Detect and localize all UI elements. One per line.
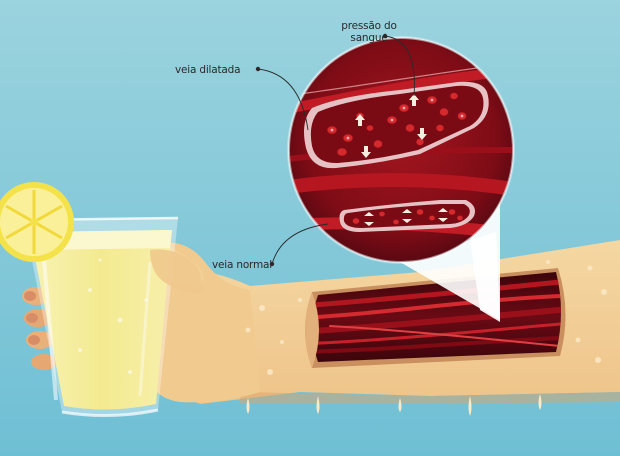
hand-grip	[150, 249, 204, 293]
label-dilated-vein: veia dilatada	[175, 64, 241, 76]
magnified-view	[287, 36, 515, 264]
label-blood-pressure: pressão do sangue	[337, 20, 401, 44]
dilated-vein	[304, 81, 489, 169]
arrow-up-down-icon	[355, 94, 427, 158]
normal-vein	[339, 200, 475, 232]
fingers	[22, 287, 57, 370]
leader-lines	[257, 35, 415, 265]
glass-icon	[23, 216, 179, 418]
red-blood-cells	[326, 92, 467, 157]
label-blood-pressure-line1: pressão do	[341, 20, 397, 32]
lemon-slice-icon	[0, 182, 74, 262]
label-blood-pressure-line2: sangue	[350, 32, 388, 44]
label-normal-vein: veia normal	[212, 259, 272, 271]
